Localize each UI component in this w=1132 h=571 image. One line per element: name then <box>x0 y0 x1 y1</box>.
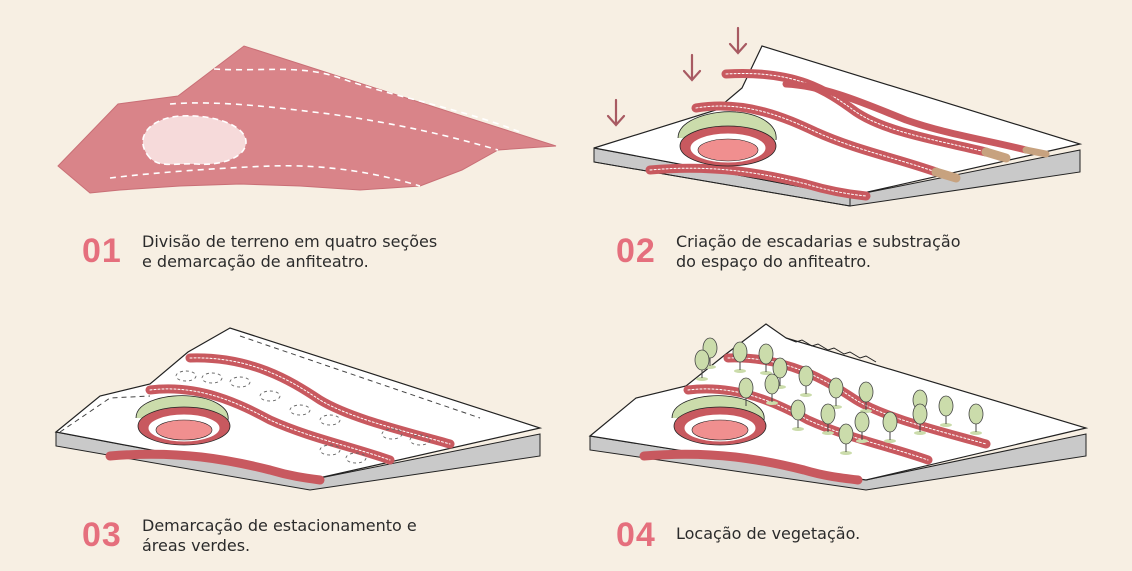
tree-icon <box>838 423 854 455</box>
stair-band <box>145 384 395 465</box>
step-description-line: e demarcação de anfiteatro. <box>142 252 369 271</box>
stair-band <box>105 449 325 485</box>
step-number: 04 <box>616 516 656 554</box>
terrain-plane <box>57 45 557 194</box>
tree-icon <box>702 337 718 369</box>
stair-band <box>691 101 961 183</box>
tree-icon <box>882 411 898 443</box>
parking-line <box>59 395 151 433</box>
tree-icon <box>738 377 754 409</box>
amphitheatre-outline <box>142 115 247 166</box>
step-description-line: do espaço do anfiteatro. <box>676 252 871 271</box>
green-area-marker <box>175 370 431 464</box>
step-description-line: áreas verdes. <box>142 536 251 555</box>
tree-icon <box>798 365 814 397</box>
stairs-subtraction-diagram <box>593 26 1083 207</box>
step-4-diagram <box>566 300 1132 500</box>
division-line <box>213 68 521 133</box>
step-caption: 03 Demarcação de estacionamento e áreas … <box>82 516 417 556</box>
division-line <box>109 164 421 187</box>
tree-icon <box>854 411 870 443</box>
step-caption: 02 Criação de escadarias e substração do… <box>616 232 961 272</box>
tree-icon <box>694 349 710 381</box>
step-3-diagram <box>0 300 566 500</box>
parking-line <box>239 335 481 419</box>
tree-icon <box>828 377 844 409</box>
stair-band <box>683 384 933 465</box>
step-description-line: Criação de escadarias e substração <box>676 232 961 251</box>
step-description: Locação de vegetação. <box>676 524 860 544</box>
parking-green-areas-diagram <box>54 327 543 491</box>
vegetation-diagram <box>588 323 1089 491</box>
building-outline <box>785 337 877 363</box>
stair-band <box>782 80 1050 158</box>
tree-icon <box>912 403 928 435</box>
base-edge <box>593 148 851 207</box>
tree-icon <box>790 399 806 431</box>
step-description: Divisão de terreno em quatro seções e de… <box>142 232 437 272</box>
step-description-line: Divisão de terreno em quatro seções <box>142 232 438 251</box>
stair-band <box>645 163 871 201</box>
stair-band <box>721 68 1011 163</box>
stair-band <box>639 449 863 485</box>
arrow-down-icon <box>682 53 702 82</box>
step-2-diagram <box>566 0 1132 220</box>
terrain-sections-diagram <box>57 45 557 194</box>
arrow-down-icon <box>728 26 748 55</box>
division-line <box>169 102 499 151</box>
tree-icon <box>758 343 774 375</box>
tree-icon <box>938 395 954 427</box>
step-description: Criação de escadarias e substração do es… <box>676 232 961 272</box>
step-number: 03 <box>82 516 122 554</box>
step-description-line: Locação de vegetação. <box>676 524 861 543</box>
tree-icon <box>820 403 836 435</box>
tree-group <box>694 337 984 455</box>
amphitheatre <box>135 395 231 446</box>
step-description-line: Demarcação de estacionamento e <box>142 516 417 535</box>
stair-band <box>185 353 455 449</box>
step-number: 02 <box>616 232 656 270</box>
tree-icon <box>968 403 984 435</box>
step-description: Demarcação de estacionamento e áreas ver… <box>142 516 417 556</box>
tree-icon <box>732 341 748 373</box>
step-caption: 04 Locação de vegetação. <box>616 516 860 552</box>
step-1-diagram <box>0 0 566 220</box>
arrow-down-icon <box>606 98 626 127</box>
tree-icon <box>772 357 788 389</box>
tree-icon <box>764 373 780 405</box>
step-caption: 01 Divisão de terreno em quatro seções e… <box>82 232 437 272</box>
amphitheatre <box>671 395 767 446</box>
amphitheatre <box>677 111 777 167</box>
step-number: 01 <box>82 232 122 270</box>
